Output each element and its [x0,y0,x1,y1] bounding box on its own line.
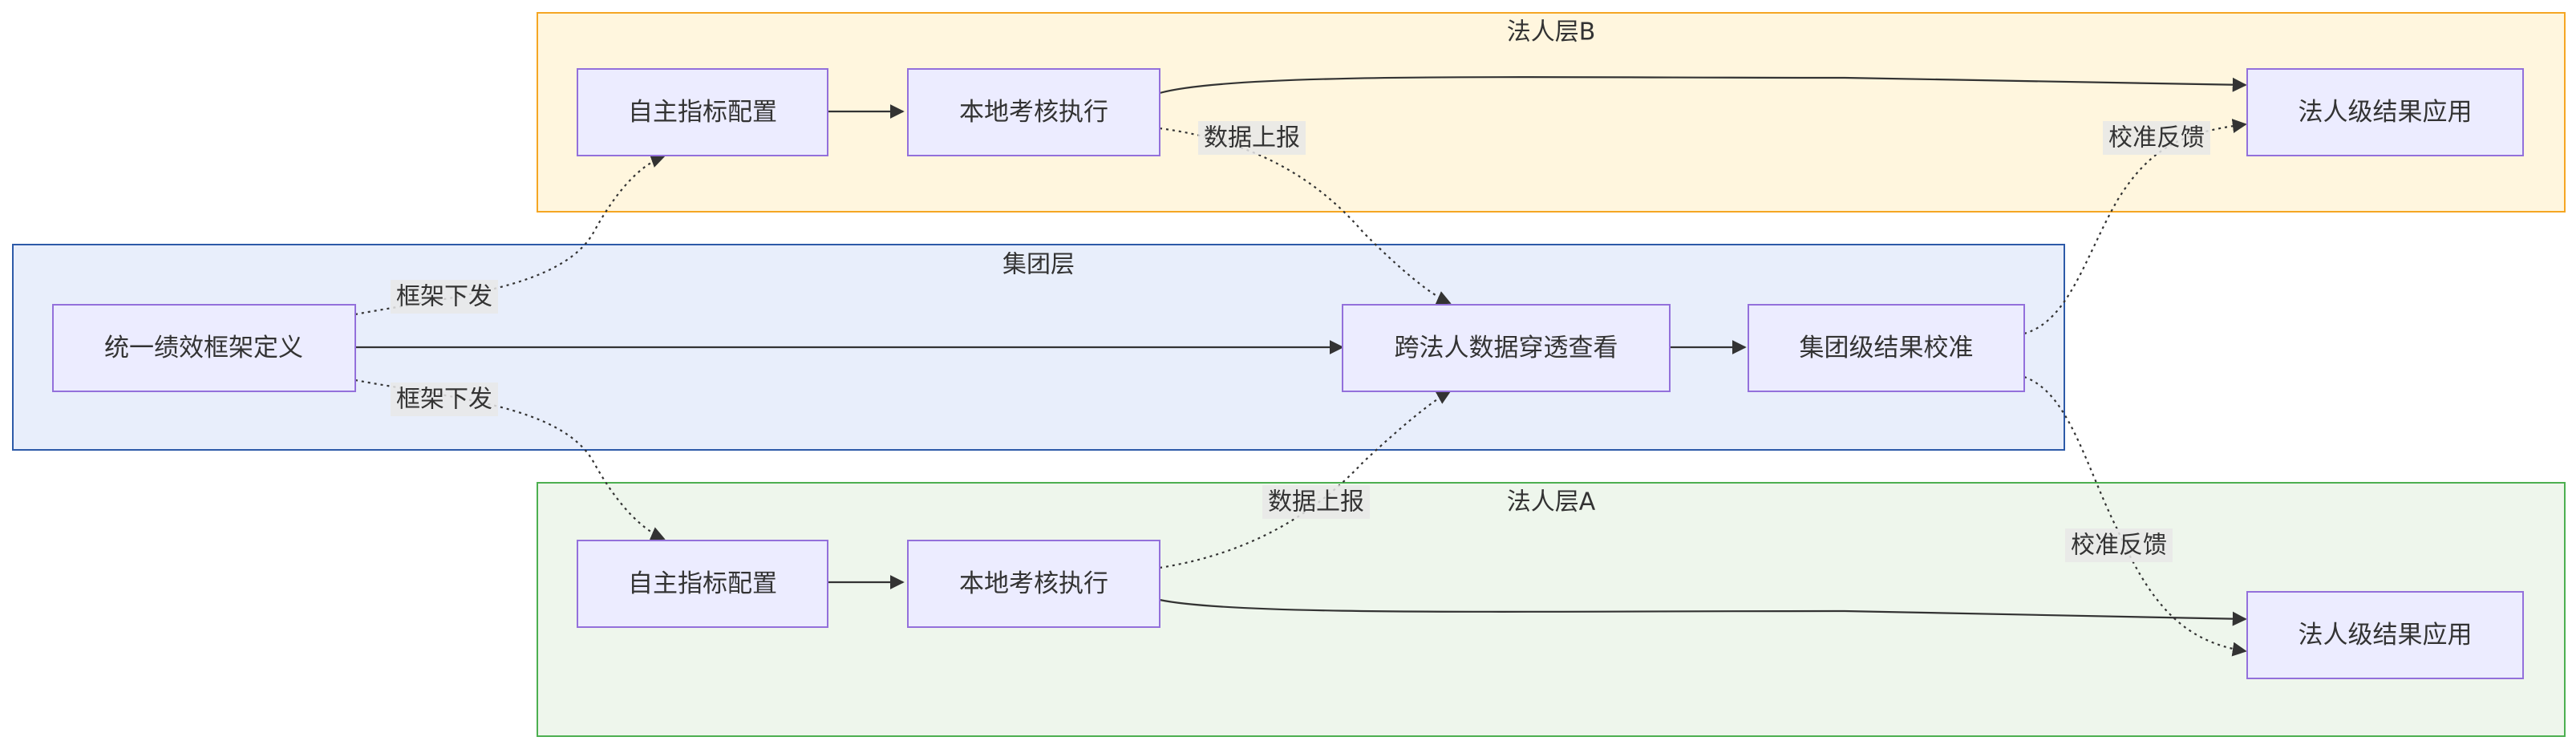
node-legal-b-result-application[interactable]: 法人级结果应用 [2246,68,2524,156]
edge-label-report-a-text: 数据上报 [1268,488,1364,516]
node-group-cross-entity-view-label: 跨法人数据穿透查看 [1395,334,1618,362]
node-legal-b-indicator-config-label: 自主指标配置 [628,98,777,127]
edge-dispatch-to-legal-b [354,153,666,316]
lane-legal-entity-b-title: 法人层B [1507,18,1596,47]
lane-legal-entity-a-box [537,482,2566,737]
node-legal-b-local-assessment-label: 本地考核执行 [959,98,1108,127]
node-group-framework-definition[interactable]: 统一绩效框架定义 [52,304,356,392]
edge-b-exec-to-b-apply [1159,76,2247,95]
node-legal-a-local-assessment-label: 本地考核执行 [959,569,1108,598]
edge-feedback-to-legal-a [2023,375,2247,657]
node-group-result-calibration-label: 集团级结果校准 [1800,334,1974,362]
lane-legal-entity-a-title: 法人层A [1507,488,1596,516]
node-legal-a-indicator-config-label: 自主指标配置 [628,569,777,598]
edge-label-feedback-a-text: 校准反馈 [2071,532,2167,560]
node-legal-a-local-assessment[interactable]: 本地考核执行 [907,540,1160,628]
edge-label-dispatch-b: 框架下发 [391,280,498,314]
node-legal-b-local-assessment[interactable]: 本地考核执行 [907,68,1160,156]
edge-label-report-b: 数据上报 [1198,121,1306,155]
node-legal-a-result-application-label: 法人级结果应用 [2299,621,2473,650]
node-legal-a-result-application[interactable]: 法人级结果应用 [2246,591,2524,679]
edge-label-feedback-b: 校准反馈 [2103,121,2210,155]
edge-label-dispatch-a-text: 框架下发 [396,386,492,414]
node-legal-b-result-application-label: 法人级结果应用 [2299,98,2473,127]
edge-label-feedback-a: 校准反馈 [2065,528,2173,562]
edge-label-report-a: 数据上报 [1262,485,1370,519]
edge-label-feedback-b-text: 校准反馈 [2108,124,2205,152]
edge-label-dispatch-b-text: 框架下发 [396,283,492,311]
lane-legal-entity-a: 法人层A [537,482,2566,737]
lane-group-title: 集团层 [1002,251,1075,279]
edge-a-exec-to-a-apply [1159,598,2247,626]
node-legal-a-indicator-config[interactable]: 自主指标配置 [577,540,828,628]
node-group-cross-entity-view[interactable]: 跨法人数据穿透查看 [1342,304,1671,392]
solid-edges [355,76,2247,626]
edge-label-report-b-text: 数据上报 [1204,124,1300,152]
node-legal-b-indicator-config[interactable]: 自主指标配置 [577,68,828,156]
node-group-result-calibration[interactable]: 集团级结果校准 [1748,304,2025,392]
edge-label-dispatch-a: 框架下发 [391,383,498,416]
node-group-framework-definition-label: 统一绩效框架定义 [104,334,303,362]
edge-dispatch-to-legal-a [354,379,666,540]
